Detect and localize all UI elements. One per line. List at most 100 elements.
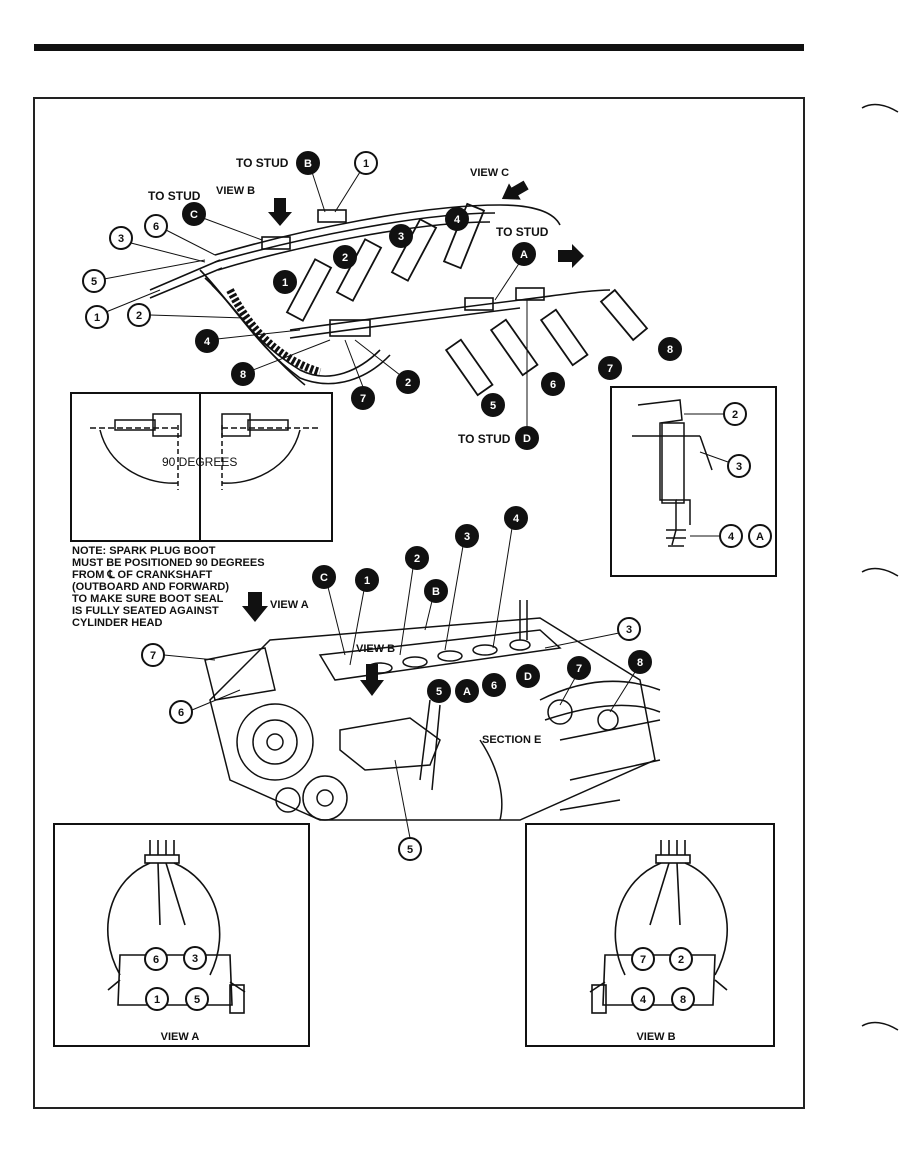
callout-1-boot: 1 bbox=[273, 270, 297, 294]
callout-b-top: B bbox=[296, 151, 320, 175]
svg-text:3: 3 bbox=[736, 461, 742, 473]
callout-5-engine: 5 bbox=[427, 679, 451, 703]
svg-text:C: C bbox=[190, 209, 198, 221]
coil-a-terminal-1: 1 bbox=[145, 987, 169, 1011]
callout-4-boot: 4 bbox=[445, 207, 469, 231]
margin-marks bbox=[861, 103, 899, 1031]
svg-text:4: 4 bbox=[204, 336, 211, 348]
svg-text:2: 2 bbox=[342, 252, 348, 264]
callout-c-top: C bbox=[182, 202, 206, 226]
svg-text:D: D bbox=[524, 671, 532, 683]
svg-text:7: 7 bbox=[640, 954, 646, 966]
svg-text:2: 2 bbox=[405, 377, 411, 389]
note-line-6: IS FULLY SEATED AGAINST bbox=[72, 605, 219, 617]
svg-text:1: 1 bbox=[94, 312, 100, 324]
svg-text:5: 5 bbox=[194, 994, 200, 1006]
svg-text:7: 7 bbox=[576, 663, 582, 675]
svg-text:8: 8 bbox=[637, 657, 643, 669]
svg-text:4: 4 bbox=[728, 531, 735, 543]
callout-b-mid: B bbox=[424, 579, 448, 603]
callout-a-inset: A bbox=[748, 524, 772, 548]
coil-a-terminal-5: 5 bbox=[185, 987, 209, 1011]
coil-b-terminal-8: 8 bbox=[671, 987, 695, 1011]
callout-c-mid: C bbox=[312, 565, 336, 589]
callout-7-engine-right: 7 bbox=[567, 656, 591, 680]
boot-position-note: NOTE: SPARK PLUG BOOT MUST BE POSITIONED… bbox=[72, 545, 312, 629]
callout-1-top: 1 bbox=[354, 151, 378, 175]
note-line-2: MUST BE POSITIONED 90 DEGREES bbox=[72, 557, 265, 569]
svg-text:5: 5 bbox=[436, 686, 442, 698]
callout-7-engine-left: 7 bbox=[141, 643, 165, 667]
callout-3-top: 3 bbox=[109, 226, 133, 250]
svg-text:1: 1 bbox=[282, 277, 288, 289]
section-e-label: SECTION E bbox=[482, 734, 541, 746]
callout-2-mid2: 2 bbox=[405, 546, 429, 570]
svg-text:1: 1 bbox=[364, 575, 370, 587]
svg-text:8: 8 bbox=[680, 994, 686, 1006]
note-line-1: NOTE: SPARK PLUG BOOT bbox=[72, 545, 216, 557]
svg-text:B: B bbox=[304, 158, 312, 170]
svg-text:6: 6 bbox=[550, 379, 556, 391]
svg-text:3: 3 bbox=[626, 624, 632, 636]
coil-b-terminal-2: 2 bbox=[669, 947, 693, 971]
svg-text:8: 8 bbox=[240, 369, 246, 381]
to-stud-b-label: TO STUD bbox=[236, 156, 289, 170]
view-a-caption: VIEW A bbox=[161, 1031, 200, 1043]
svg-text:1: 1 bbox=[363, 158, 369, 170]
figure-frame bbox=[33, 97, 805, 1109]
forward-arrow bbox=[558, 244, 584, 268]
coil-a-terminal-6: 6 bbox=[144, 947, 168, 971]
callout-d-top: D bbox=[515, 426, 539, 450]
boot-angle-inset: 90 DEGREES bbox=[70, 392, 333, 542]
callout-2-inset: 2 bbox=[723, 402, 747, 426]
view-b-label: VIEW B bbox=[216, 185, 255, 197]
svg-text:3: 3 bbox=[464, 531, 470, 543]
svg-text:7: 7 bbox=[150, 650, 156, 662]
note-line-3: FROM ℄ OF CRANKSHAFT bbox=[72, 569, 213, 581]
callout-3-boot: 3 bbox=[389, 224, 413, 248]
svg-text:1: 1 bbox=[154, 994, 160, 1006]
note-line-4: (OUTBOARD AND FORWARD) bbox=[72, 581, 230, 593]
coil-a-terminal-3: 3 bbox=[183, 946, 207, 970]
callout-6-mid: 6 bbox=[482, 673, 506, 697]
view-a-coil-inset: 6 3 1 5 VIEW A bbox=[53, 823, 310, 1047]
svg-text:A: A bbox=[520, 249, 528, 261]
callout-2-boot: 2 bbox=[333, 245, 357, 269]
svg-text:7: 7 bbox=[360, 393, 366, 405]
degrees-label: 90 DEGREES bbox=[162, 455, 237, 469]
coil-b-terminal-7: 7 bbox=[631, 947, 655, 971]
to-stud-a-label: TO STUD bbox=[496, 225, 549, 239]
view-b-coil-inset: 7 2 4 8 VIEW B bbox=[525, 823, 775, 1047]
svg-text:C: C bbox=[320, 572, 328, 584]
engine-drawing bbox=[204, 600, 661, 821]
svg-text:4: 4 bbox=[640, 994, 647, 1006]
svg-text:3: 3 bbox=[398, 231, 404, 243]
view-c-arrow bbox=[501, 180, 529, 200]
view-b-arrow bbox=[268, 198, 292, 226]
to-stud-d-label: TO STUD bbox=[458, 432, 511, 446]
view-b-mid-arrow bbox=[360, 664, 384, 696]
callout-4-left: 4 bbox=[195, 329, 219, 353]
svg-text:5: 5 bbox=[407, 844, 413, 856]
svg-text:5: 5 bbox=[91, 276, 97, 288]
to-stud-c-label: TO STUD bbox=[148, 189, 201, 203]
plug-section-inset: 2 3 4 A bbox=[610, 386, 777, 577]
svg-text:A: A bbox=[756, 531, 764, 543]
svg-text:3: 3 bbox=[192, 953, 198, 965]
svg-text:2: 2 bbox=[678, 954, 684, 966]
svg-text:2: 2 bbox=[414, 553, 420, 565]
callout-8-engine: 8 bbox=[628, 650, 652, 674]
callout-2-mid: 2 bbox=[396, 370, 420, 394]
callout-3-engine: 3 bbox=[617, 617, 641, 641]
note-line-5: TO MAKE SURE BOOT SEAL bbox=[72, 593, 224, 605]
callout-6-engine-left: 6 bbox=[169, 700, 193, 724]
callout-8-right: 8 bbox=[658, 337, 682, 361]
view-c-label: VIEW C bbox=[470, 167, 509, 179]
view-b-caption: VIEW B bbox=[636, 1031, 675, 1043]
svg-text:5: 5 bbox=[490, 400, 496, 412]
view-a-label: VIEW A bbox=[270, 599, 309, 611]
callout-1-left: 1 bbox=[85, 305, 109, 329]
callout-7-right: 7 bbox=[598, 356, 622, 380]
callout-3-mid: 3 bbox=[455, 524, 479, 548]
